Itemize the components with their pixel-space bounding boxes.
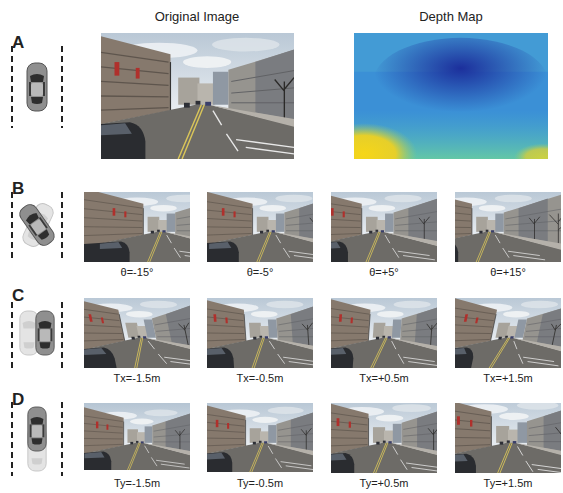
image-caption: Tx=-1.5m bbox=[114, 372, 161, 384]
shifted-view bbox=[455, 403, 561, 473]
panel-letter: A bbox=[12, 34, 24, 53]
image-caption: Ty=-0.5m bbox=[237, 477, 283, 489]
rotated-view bbox=[331, 192, 437, 262]
image-caption: Tx=-0.5m bbox=[237, 372, 284, 384]
shifted-view bbox=[455, 298, 561, 368]
panel-letter: C bbox=[12, 287, 24, 306]
shifted-view bbox=[331, 298, 437, 368]
image-caption: θ=-15° bbox=[121, 266, 154, 278]
rotated-view bbox=[84, 192, 190, 262]
car-icon-d bbox=[6, 400, 68, 478]
original-image bbox=[101, 33, 294, 159]
panel-letter: D bbox=[12, 391, 24, 410]
image-caption: θ=+15° bbox=[490, 266, 526, 278]
shifted-view bbox=[84, 298, 190, 368]
image-caption: Tx=+0.5m bbox=[359, 372, 409, 384]
image-caption: Ty=+0.5m bbox=[360, 477, 409, 489]
depth-map bbox=[354, 33, 548, 159]
image-caption: Ty=+1.5m bbox=[484, 477, 533, 489]
image-caption: θ=+5° bbox=[369, 266, 398, 278]
panel-letter: B bbox=[12, 180, 24, 199]
shifted-view bbox=[207, 403, 313, 473]
image-caption: Tx=+1.5m bbox=[483, 372, 533, 384]
image-caption: θ=-5° bbox=[247, 266, 274, 278]
rotated-view bbox=[207, 192, 313, 262]
rotated-view bbox=[455, 192, 561, 262]
shifted-view bbox=[207, 298, 313, 368]
column-heading: Original Image bbox=[155, 10, 240, 24]
car-icon-a bbox=[6, 44, 68, 130]
column-heading: Depth Map bbox=[419, 10, 483, 24]
car-icon-c bbox=[6, 300, 68, 370]
shifted-view bbox=[331, 403, 437, 473]
image-caption: Ty=-1.5m bbox=[114, 477, 160, 489]
shifted-view bbox=[84, 403, 190, 473]
